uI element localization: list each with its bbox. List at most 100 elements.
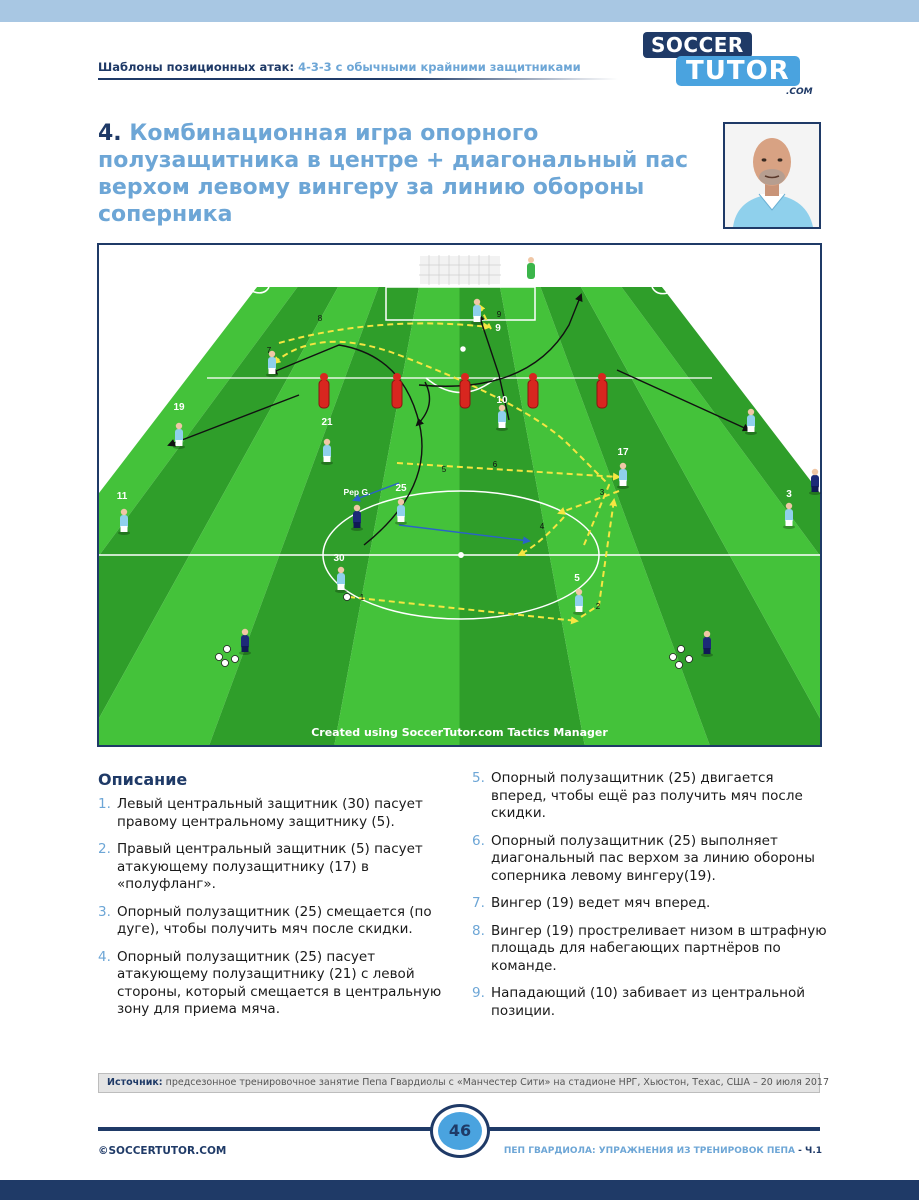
run-19-line xyxy=(167,394,300,447)
edge-player-icon-head xyxy=(811,468,819,476)
player-11-icon-shorts xyxy=(120,526,128,532)
arrow-label-2: 2 xyxy=(596,602,601,611)
step-text: Опорный полузащитник (25) смещается (по … xyxy=(117,903,432,938)
player-9-icon-head xyxy=(473,298,481,306)
arrow-label-4: 4 xyxy=(540,522,545,531)
server-right-icon-head xyxy=(703,630,711,638)
pitch-objects xyxy=(118,257,821,669)
grass-stripe xyxy=(621,287,820,745)
server-left-icon-head xyxy=(241,628,249,636)
dribble-21-line xyxy=(352,482,400,502)
player-19-icon-shorts xyxy=(175,440,183,446)
ball-icon xyxy=(343,593,351,601)
coach-pep-icon xyxy=(353,511,361,525)
footer-copyright: ©SOCCERTUTOR.COM xyxy=(98,1145,227,1157)
running-header: Шаблоны позиционных атак: 4-3-3 с обычны… xyxy=(98,60,581,74)
mannequin-icon xyxy=(527,379,539,409)
player-10-icon-shorts xyxy=(498,422,506,428)
goal xyxy=(418,254,502,286)
player-30-icon-head xyxy=(337,566,345,574)
steps-column-right: 5.Опорный полузащитник (25) двигается вп… xyxy=(472,770,832,1030)
step-6: 6.Опорный полузащитник (25) выполняет ди… xyxy=(472,833,832,886)
grass-stripe xyxy=(459,287,585,745)
grass-stripe xyxy=(99,287,379,745)
player-number-7: 7 xyxy=(748,391,754,402)
player-left-winger-icon-head xyxy=(268,350,276,358)
logo-com: .COM xyxy=(786,87,813,97)
player-number-21: 21 xyxy=(321,417,333,428)
arrow-label-3: 3 xyxy=(600,488,605,497)
run-forward-line xyxy=(418,293,583,387)
grass-stripe xyxy=(99,287,298,745)
player-number-10: 10 xyxy=(496,395,508,406)
grass-stripe xyxy=(334,287,460,745)
player-left-winger-icon-shorts xyxy=(268,368,276,374)
coach-pep-icon-head xyxy=(353,504,361,512)
player-5-icon-shorts xyxy=(575,606,583,612)
server-right-icon-shorts xyxy=(703,648,711,654)
ball-icon xyxy=(685,655,693,663)
coach-pep-icon-shorts xyxy=(353,522,361,528)
pitch-markings xyxy=(99,286,820,620)
player-30-icon xyxy=(337,573,345,587)
pass-5-line xyxy=(517,516,565,556)
ball-icon xyxy=(677,645,685,653)
step-9: 9.Нападающий (10) забивает из центрально… xyxy=(472,985,832,1020)
logo-word-soccer: SOCCER xyxy=(643,32,752,58)
steps-column-left: 1.Левый центральный защитник (30) пасует… xyxy=(98,796,458,1029)
step-text: Вингер (19) простреливает низом в штрафн… xyxy=(491,922,827,974)
pass-1-line xyxy=(348,596,579,625)
step-text: Правый центральный защитник (5) пасует а… xyxy=(117,841,423,892)
pass-2-line xyxy=(580,498,618,618)
step-8: 8.Вингер (19) простреливает низом в штра… xyxy=(472,923,832,976)
player-5-icon-head xyxy=(575,588,583,596)
player-17-icon xyxy=(619,469,627,483)
step-text: Вингер (19) ведет мяч вперед. xyxy=(491,895,711,911)
footer-book-name: ПЕП ГВАРДИОЛА: УПРАЖНЕНИЯ ИЗ ТРЕНИРОВОК … xyxy=(503,1146,796,1156)
step-number: 7. xyxy=(472,895,485,911)
player-11-icon xyxy=(120,515,128,529)
player-number-25: 25 xyxy=(395,483,407,494)
mannequin-icon xyxy=(391,379,403,409)
footer-book-title: ПЕП ГВАРДИОЛА: УПРАЖНЕНИЯ ИЗ ТРЕНИРОВОК … xyxy=(470,1146,822,1156)
header-section: Шаблоны позиционных атак: xyxy=(98,60,295,74)
mannequin-head-icon xyxy=(598,373,606,381)
player-number-3: 3 xyxy=(786,489,792,500)
arrow-label-7: 7 xyxy=(267,346,272,355)
step-4: 4.Опорный полузащитник (25) пасует атаку… xyxy=(98,949,458,1019)
player-7-icon-shorts xyxy=(747,426,755,432)
ball-icon xyxy=(221,659,229,667)
pass-4-line xyxy=(396,462,621,481)
drill-title-text: Комбинационная игра опорного полузащитни… xyxy=(98,121,689,227)
step-text: Опорный полузащитник (25) выполняет диаг… xyxy=(491,832,815,884)
edge-player-icon-shorts xyxy=(811,486,819,492)
player-25-icon xyxy=(397,505,405,519)
header-subsection: 4-3-3 с обычными крайними защитниками xyxy=(298,60,581,74)
mannequin-head-icon xyxy=(529,373,537,381)
arrow-label-1: 1 xyxy=(360,593,365,602)
arrow-label-8: 8 xyxy=(318,314,323,323)
server-right-icon xyxy=(703,637,711,651)
player-7-icon xyxy=(747,415,755,429)
player-10-icon-head xyxy=(498,404,506,412)
drill-number: 4. xyxy=(98,121,122,146)
drill-title: 4. Комбинационная игра опорного полузащи… xyxy=(98,120,708,228)
ball-icon xyxy=(669,653,677,661)
player-number-9: 9 xyxy=(495,323,501,334)
player-number-30: 30 xyxy=(333,553,345,564)
player-21-icon xyxy=(323,445,331,459)
grass-stripe xyxy=(581,287,820,745)
ball-icon xyxy=(675,661,683,669)
mannequin-icon xyxy=(459,379,471,409)
step-number: 1. xyxy=(98,796,111,812)
mannequin-icon xyxy=(318,379,330,409)
step-2: 2.Правый центральный защитник (5) пасует… xyxy=(98,841,458,894)
grass-stripe xyxy=(209,287,419,745)
diagram-caption: Created using SoccerTutor.com Tactics Ma… xyxy=(311,726,608,739)
footer-part: - Ч.1 xyxy=(798,1146,822,1156)
player-5-icon xyxy=(575,595,583,609)
dribble-25-line xyxy=(398,524,531,545)
player-9-icon xyxy=(473,305,481,319)
step-text: Опорный полузащитник (25) двигается впер… xyxy=(491,770,803,821)
